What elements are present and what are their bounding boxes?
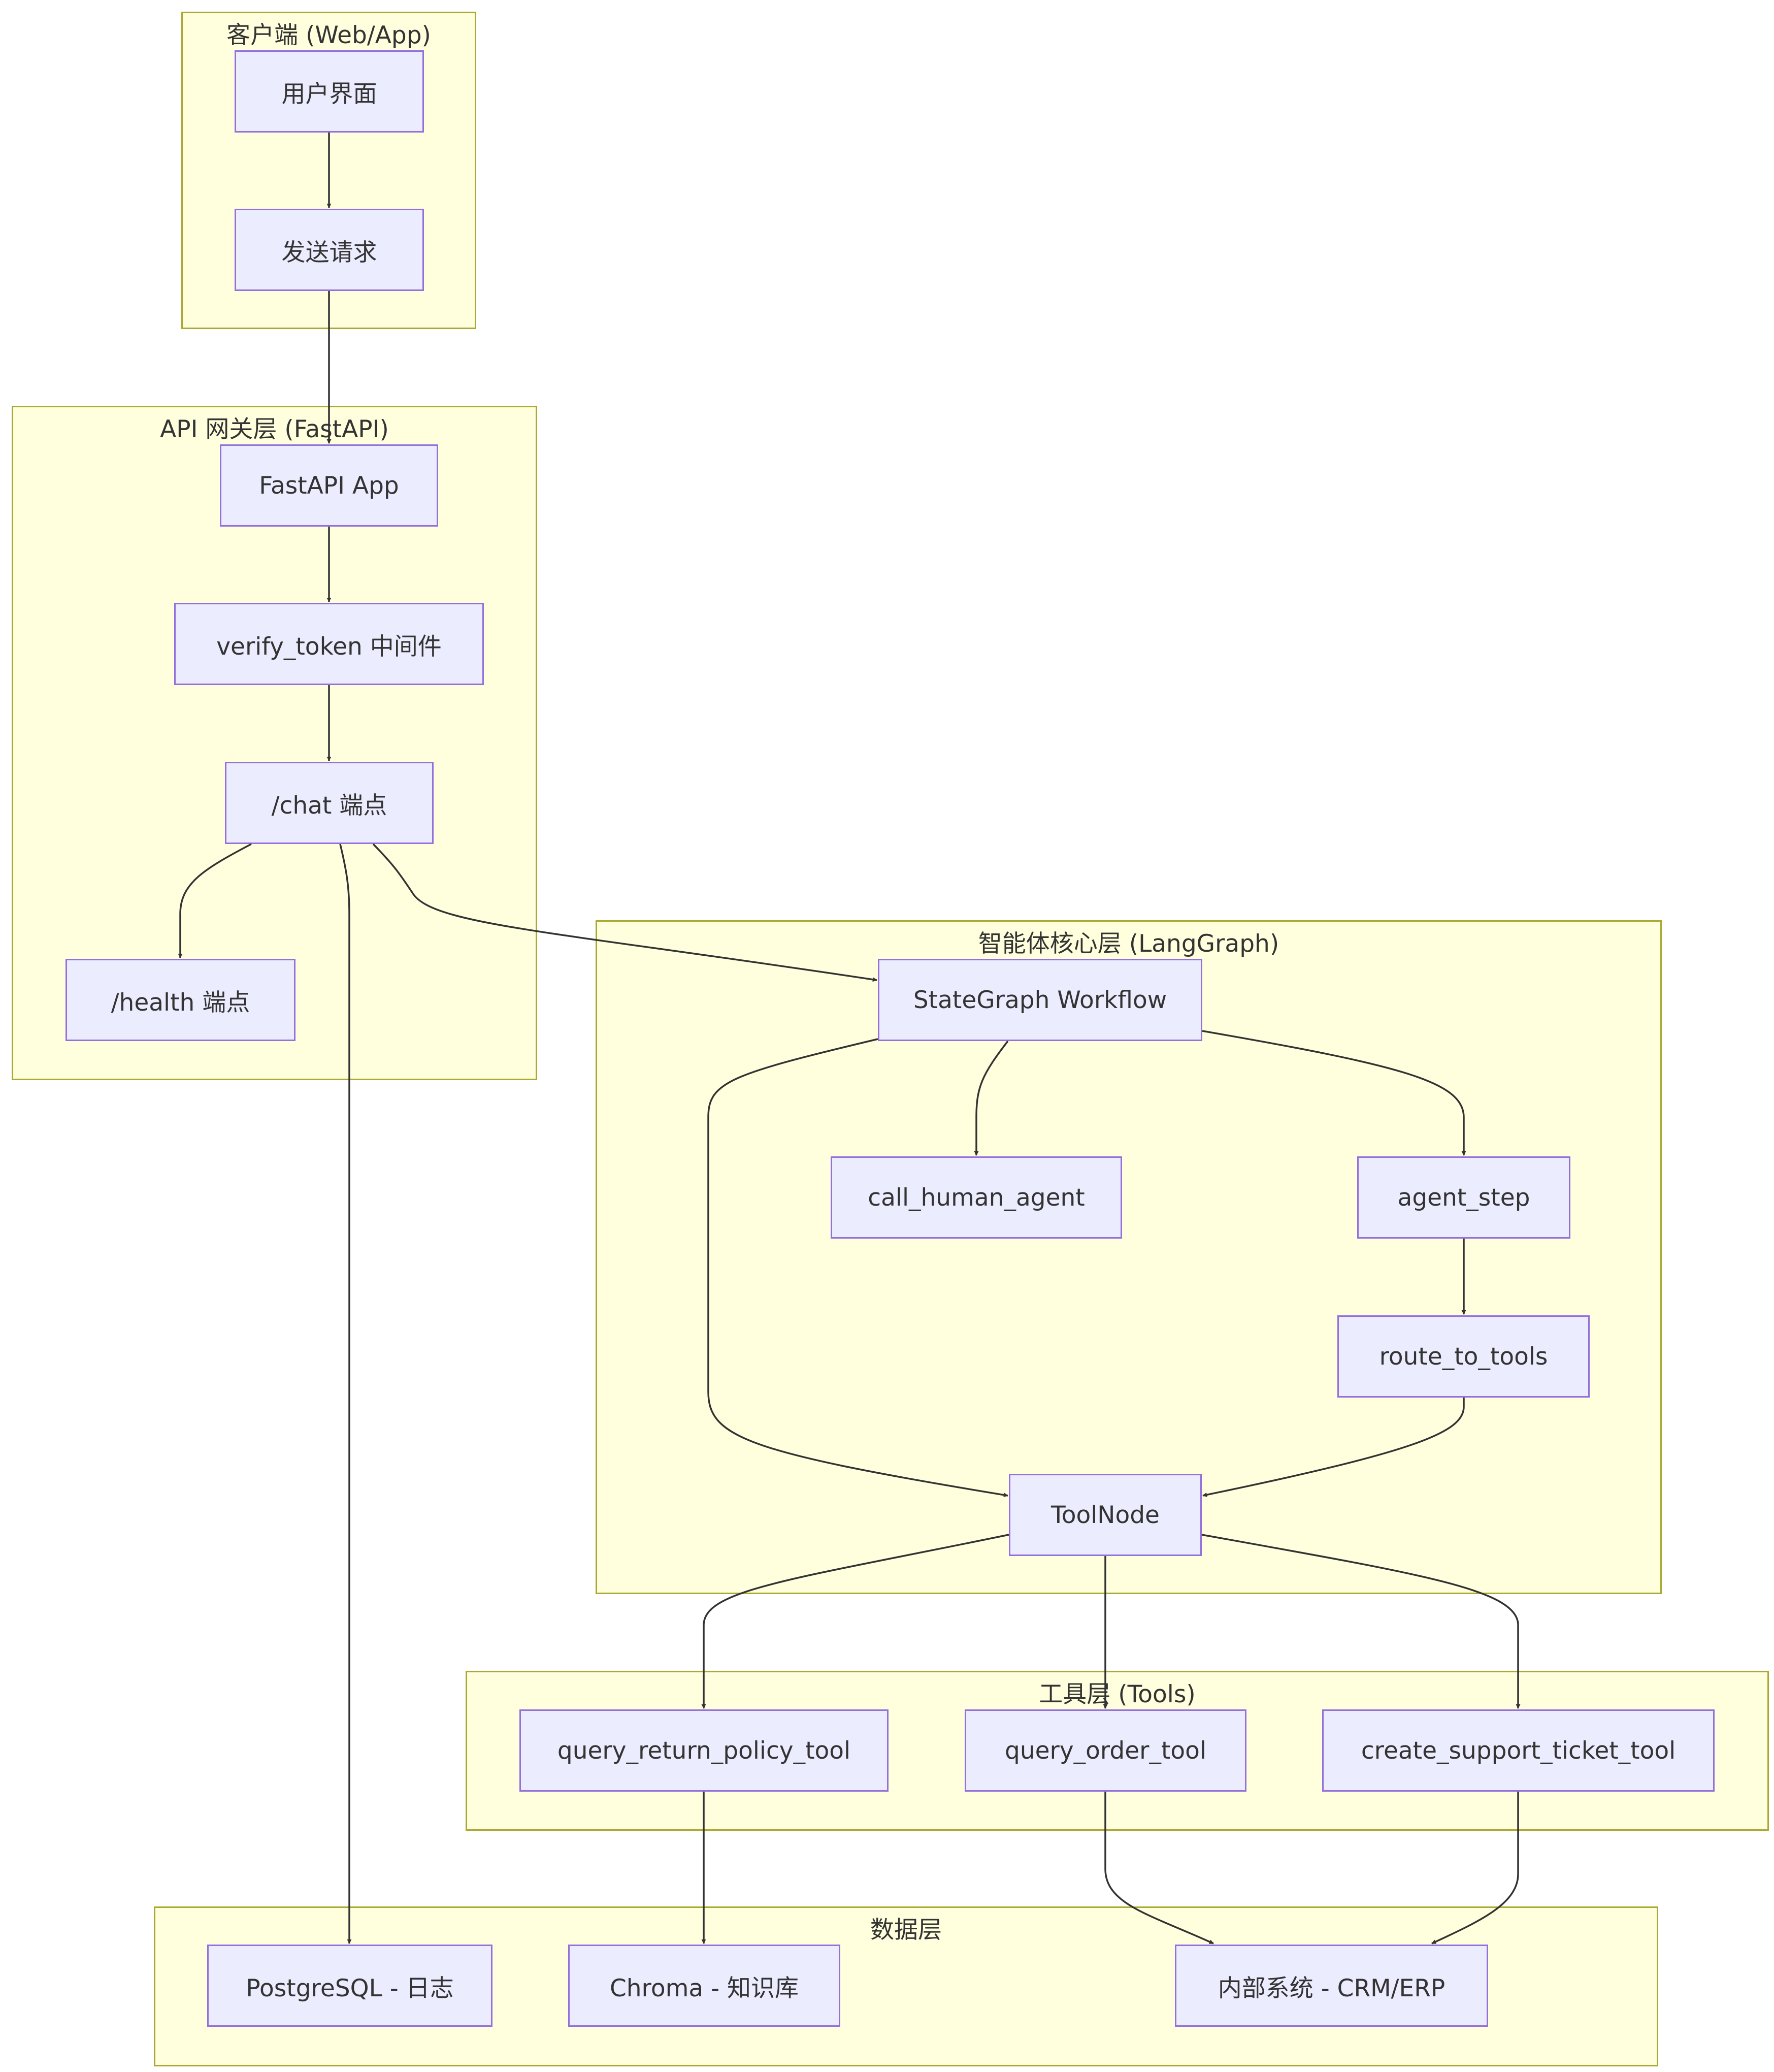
node-postgresql-log[interactable]: PostgreSQL - 日志 xyxy=(207,1945,492,2027)
group-agent-core-title: 智能体核心层 (LangGraph) xyxy=(978,930,1279,958)
node-route-to-tools[interactable]: route_to_tools xyxy=(1337,1315,1590,1398)
edge-stategraph-to-human xyxy=(974,1040,1009,1156)
edge-stategraph-to-toolnode xyxy=(707,1038,1008,1498)
node-agent-step[interactable]: agent_step xyxy=(1357,1156,1570,1239)
edge-chat-to-stategraph xyxy=(372,843,877,982)
node-chroma-knowledge-base[interactable]: Chroma - 知识库 xyxy=(568,1945,840,2027)
node-internal-system-crm-erp[interactable]: 内部系统 - CRM/ERP xyxy=(1175,1945,1488,2027)
node-stategraph-workflow[interactable]: StateGraph Workflow xyxy=(878,959,1202,1041)
node-query-return-policy-tool[interactable]: query_return_policy_tool xyxy=(519,1709,889,1792)
node-user-interface[interactable]: 用户界面 xyxy=(235,50,424,133)
edge-route-to-toolnode xyxy=(1202,1398,1465,1497)
group-tools-title: 工具层 (Tools) xyxy=(1039,1680,1196,1708)
node-create-support-ticket-tool[interactable]: create_support_ticket_tool xyxy=(1322,1709,1715,1792)
group-client-title: 客户端 (Web/App) xyxy=(226,21,431,49)
edge-ticket-tool-to-internal xyxy=(1431,1792,1519,1945)
node-health-endpoint[interactable]: /health 端点 xyxy=(65,959,295,1041)
group-data-title: 数据层 xyxy=(870,1916,942,1944)
group-api-gateway-title: API 网关层 (FastAPI) xyxy=(160,415,389,443)
node-chat-endpoint[interactable]: /chat 端点 xyxy=(225,762,434,844)
edge-toolnode-to-ticket-tool xyxy=(1201,1534,1521,1709)
node-query-order-tool[interactable]: query_order_tool xyxy=(965,1709,1246,1792)
node-send-request[interactable]: 发送请求 xyxy=(235,209,424,291)
node-verify-token[interactable]: verify_token 中间件 xyxy=(174,603,484,685)
edge-order-tool-to-internal xyxy=(1104,1792,1214,1945)
edge-chat-to-postgres xyxy=(339,844,352,1944)
edge-chat-to-health xyxy=(178,843,252,958)
edge-stategraph-to-agent xyxy=(1202,1030,1466,1156)
node-fastapi-app[interactable]: FastAPI App xyxy=(220,444,438,527)
node-call-human-agent[interactable]: call_human_agent xyxy=(831,1156,1122,1239)
node-toolnode[interactable]: ToolNode xyxy=(1009,1474,1202,1556)
edge-toolnode-to-return-tool xyxy=(701,1534,1009,1709)
